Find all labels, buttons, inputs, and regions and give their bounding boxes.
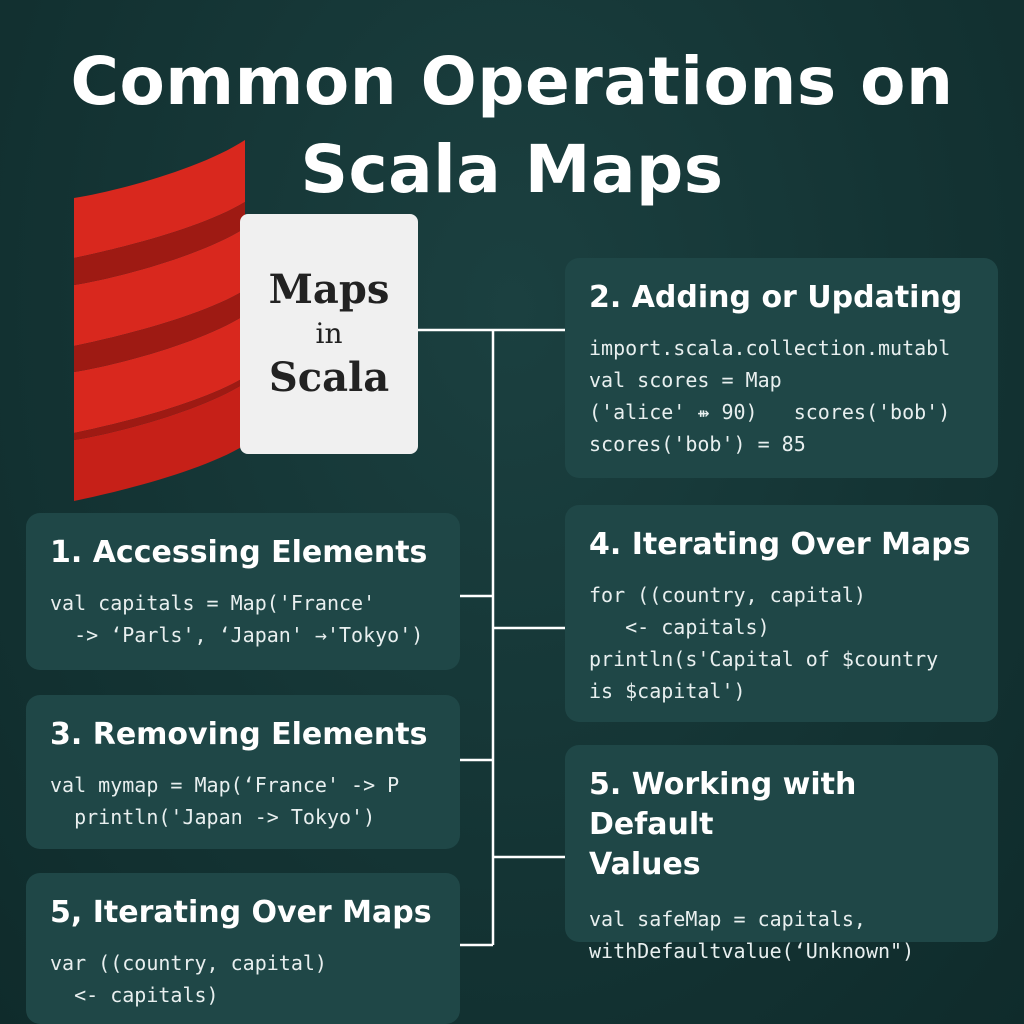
maps-in-scala-badge: Maps in Scala	[240, 214, 418, 454]
title-line-1: Common Operations on	[70, 43, 954, 120]
card-title: 3. Removing Elements	[50, 717, 428, 752]
badge-line-2: in	[315, 317, 343, 350]
page-title: Common Operations on Scala Maps	[0, 38, 1024, 214]
card-title: 1. Accessing Elements	[50, 535, 428, 570]
card-title: 2. Adding or Updating	[589, 280, 963, 315]
card-removing-elements: 3. Removing Elements val mymap = Map(‘Fr…	[26, 695, 460, 849]
card-accessing-elements: 1. Accessing Elements val capitals = Map…	[26, 513, 460, 670]
code-snippet: var ((country, capital) <- capitals)	[50, 951, 327, 1007]
card-working-with-default-values: 5. Working with Default Values val safeM…	[565, 745, 998, 963]
code-snippet: val mymap = Map(‘France' -> P println('J…	[50, 773, 400, 829]
code-snippet: import.scala.collection.mutabl val score…	[589, 336, 951, 456]
code-snippet: val capitals = Map('France' -> ‘Parls', …	[50, 591, 424, 647]
card-adding-or-updating: 2. Adding or Updating import.scala.colle…	[565, 258, 998, 478]
code-snippet: val safeMap = capitals, withDefaultvalue…	[589, 907, 915, 963]
card-title: 5, Iterating Over Maps	[50, 895, 432, 930]
card-title-line-1: 5. Working with Default	[589, 767, 857, 842]
code-snippet: for ((country, capital) <- capitals) pri…	[589, 583, 939, 703]
card-title: 4. Iterating Over Maps	[589, 527, 971, 562]
badge-line-1: Maps	[268, 266, 390, 313]
card-iterating-over-maps-right: 4. Iterating Over Maps for ((country, ca…	[565, 505, 998, 722]
card-title-line-2: Values	[589, 847, 701, 882]
scala-logo-icon	[74, 140, 245, 501]
badge-line-3: Scala	[268, 354, 390, 401]
title-line-2: Scala Maps	[300, 131, 724, 208]
card-title: 5. Working with Default Values	[589, 765, 974, 885]
card-iterating-over-maps-left: 5, Iterating Over Maps var ((country, ca…	[26, 873, 460, 1024]
